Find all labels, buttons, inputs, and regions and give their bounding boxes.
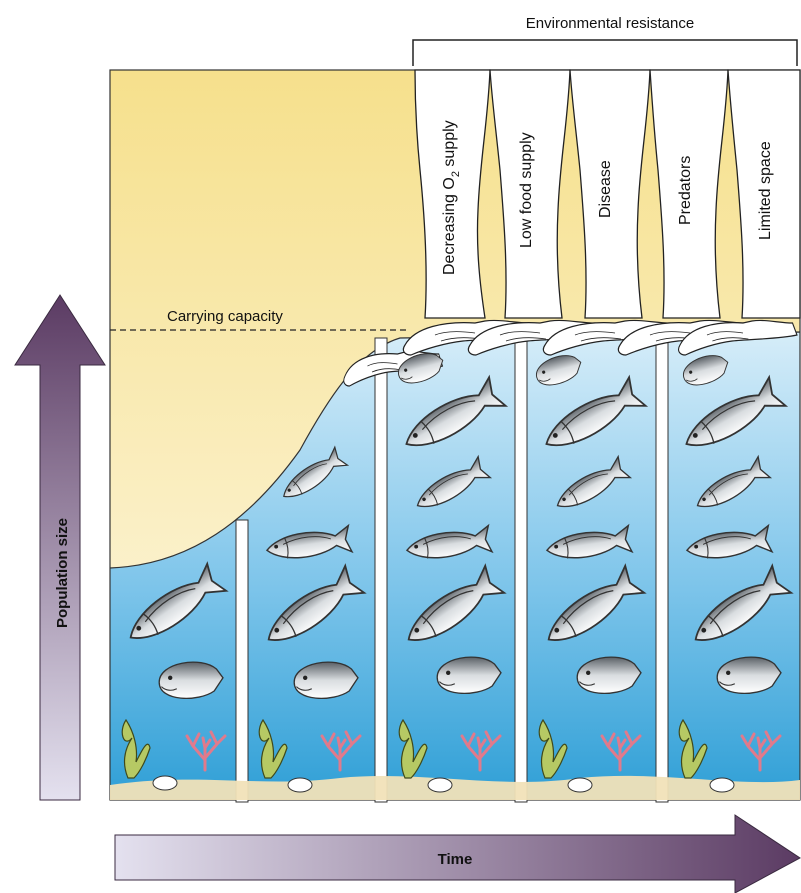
sand-floor bbox=[110, 775, 800, 800]
time-label: Time bbox=[438, 851, 473, 868]
rock-icon bbox=[709, 777, 735, 793]
resistance-legs bbox=[414, 69, 801, 319]
leg-disease bbox=[569, 69, 651, 319]
population-size-arrow bbox=[14, 294, 106, 801]
factor-label-disease: Disease bbox=[597, 160, 614, 218]
factor-label-food: Low food supply bbox=[518, 132, 535, 248]
sea-floor-decor bbox=[121, 719, 782, 793]
rock-icon bbox=[567, 777, 593, 793]
rock-icon bbox=[427, 777, 453, 793]
factor-label-predators: Predators bbox=[677, 156, 694, 225]
leg-predators bbox=[649, 69, 729, 319]
panel-dividers bbox=[235, 331, 669, 803]
carrying-capacity-label: Carrying capacity bbox=[167, 308, 283, 325]
factor-labels: Decreasing O2 supply Low food supply Dis… bbox=[441, 120, 774, 275]
population-size-label: Population size bbox=[54, 518, 71, 628]
factor-label-oxygen: Decreasing O2 supply bbox=[441, 120, 462, 275]
leg-low-food-supply bbox=[489, 69, 571, 319]
leg-limited-space bbox=[727, 69, 801, 319]
rock-icon bbox=[287, 777, 313, 793]
environmental-resistance-bracket bbox=[412, 39, 798, 66]
factor-label-space: Limited space bbox=[757, 141, 774, 240]
rock-icon bbox=[152, 775, 178, 791]
environmental-resistance-label: Environmental resistance bbox=[526, 15, 694, 32]
leg-decreasing-oxygen bbox=[414, 69, 491, 319]
time-arrow bbox=[114, 814, 801, 893]
